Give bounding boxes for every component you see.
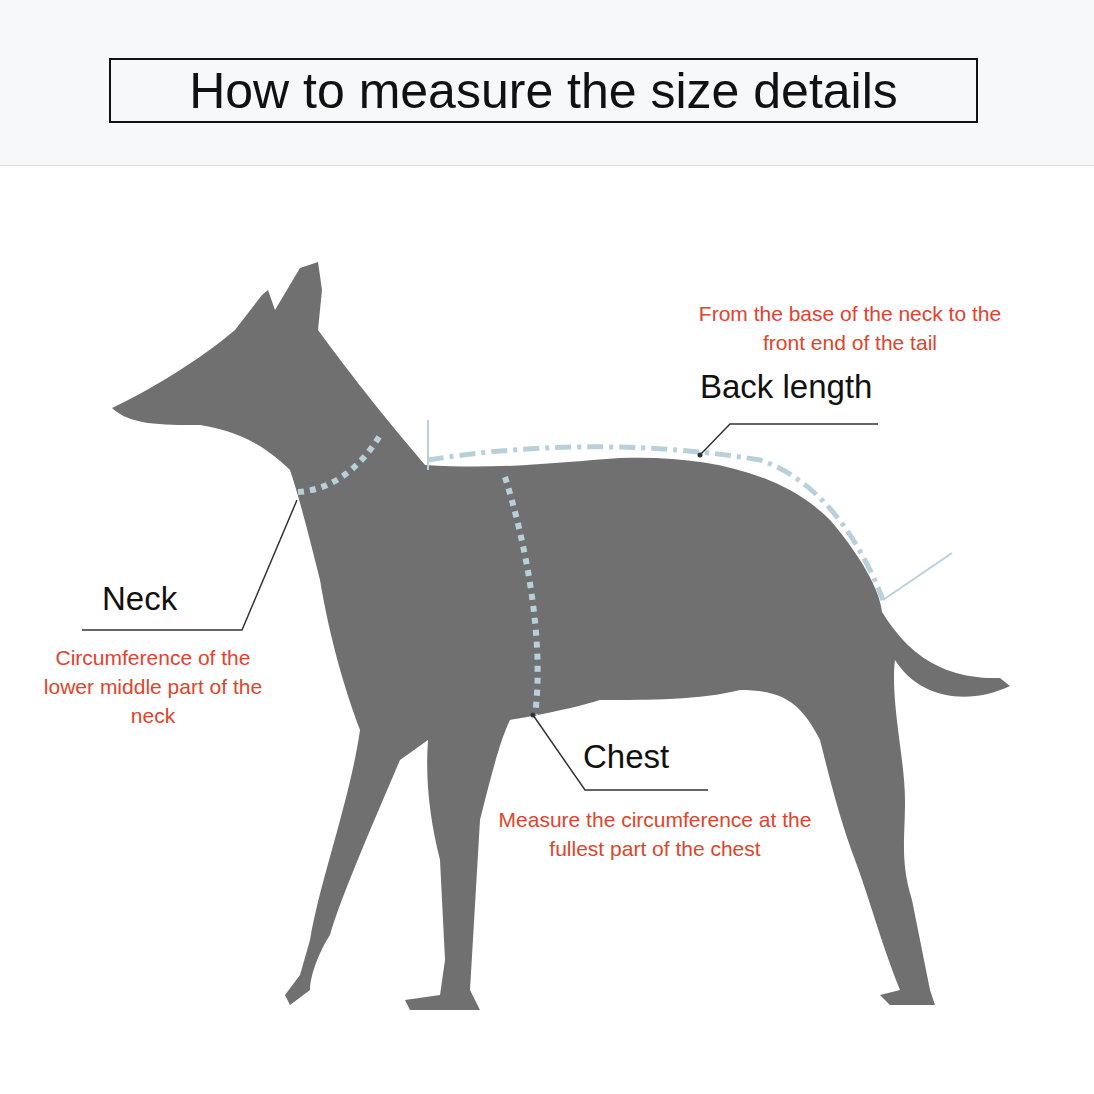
page-title: How to measure the size details [189,66,898,116]
measure-name: Neck [102,576,177,622]
title-box: How to measure the size details [109,58,978,123]
measure-note: Circumference of the lower middle part o… [38,644,268,731]
neck-measure-line [298,432,382,492]
measure-note: Measure the circumference at the fullest… [495,806,815,864]
back-measure-line [428,447,883,600]
leader-line [700,424,878,455]
leader-dot [698,453,703,458]
tick-line [427,420,429,470]
leader-dot [531,713,536,718]
chest-measure-line [505,477,538,715]
measure-name: Chest [583,734,669,780]
leader-line [533,715,708,790]
measure-note: From the base of the neck to the front e… [690,300,1010,358]
dog-silhouette [112,262,1010,1010]
tick-line [883,553,952,600]
leader-line [82,500,297,630]
measure-name: Back length [700,364,872,410]
